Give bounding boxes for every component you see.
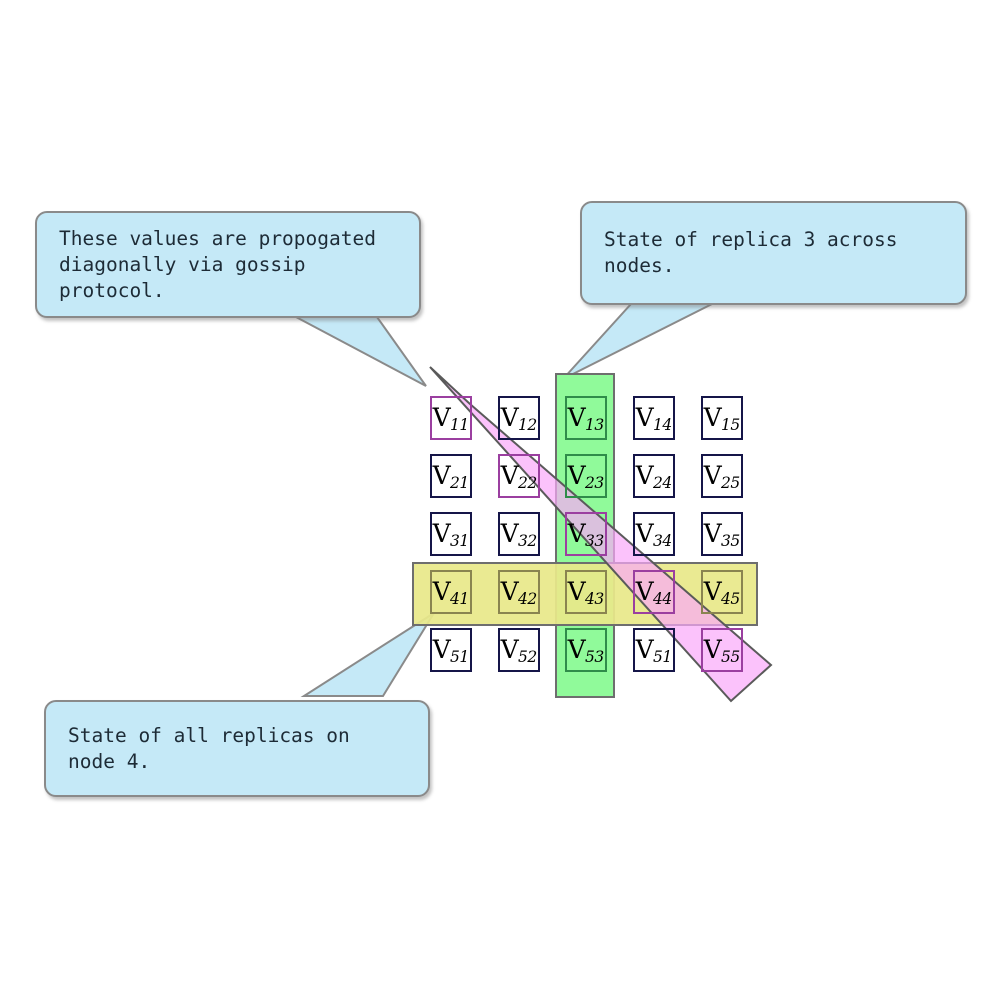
cell-v12: V12 — [498, 396, 540, 440]
cell-subscript: 31 — [450, 532, 469, 551]
cell-label: V53 — [567, 634, 605, 667]
cell-subscript: 51 — [653, 648, 672, 667]
cell-label: V45 — [703, 576, 741, 609]
cell-v41: V41 — [430, 570, 472, 614]
cell-label: V22 — [500, 460, 538, 493]
cell-v34: V34 — [633, 512, 675, 556]
cell-label: V13 — [567, 402, 605, 435]
callout-gossip-text: These values are propogated diagonally v… — [59, 226, 376, 302]
callout-replica-text: State of replica 3 across nodes. — [604, 228, 898, 277]
cell-label: V25 — [703, 460, 741, 493]
cell-v43: V43 — [565, 570, 607, 614]
cell-label: V51 — [432, 634, 470, 667]
cell-subscript: 51 — [450, 648, 469, 667]
cell-v42: V42 — [498, 570, 540, 614]
cell-v31: V31 — [430, 512, 472, 556]
cell-v25: V25 — [701, 454, 743, 498]
cell-label: V24 — [635, 460, 673, 493]
cell-label: V15 — [703, 402, 741, 435]
cell-label: V21 — [432, 460, 470, 493]
cell-subscript: 15 — [721, 416, 740, 435]
cell-v53: V53 — [565, 628, 607, 672]
cell-label: V41 — [432, 576, 470, 609]
cell-v51: V51 — [430, 628, 472, 672]
cell-v15: V15 — [701, 396, 743, 440]
cell-label: V43 — [567, 576, 605, 609]
cell-label: V12 — [500, 402, 538, 435]
cell-subscript: 32 — [518, 532, 537, 551]
cell-subscript: 24 — [653, 474, 672, 493]
cell-subscript: 25 — [721, 474, 740, 493]
cell-subscript: 22 — [518, 474, 537, 493]
cell-v13: V13 — [565, 396, 607, 440]
cell-subscript: 23 — [585, 474, 604, 493]
cell-v45: V45 — [701, 570, 743, 614]
pink-diagonal-band — [429, 366, 773, 703]
cell-v21: V21 — [430, 454, 472, 498]
cell-v51: V51 — [633, 628, 675, 672]
cell-label: V23 — [567, 460, 605, 493]
cell-subscript: 42 — [518, 590, 537, 609]
cell-v52: V52 — [498, 628, 540, 672]
cell-v14: V14 — [633, 396, 675, 440]
cell-label: V51 — [635, 634, 673, 667]
callout-tail-gossip — [295, 316, 427, 387]
cell-subscript: 21 — [450, 474, 469, 493]
cell-subscript: 14 — [653, 416, 672, 435]
cell-v35: V35 — [701, 512, 743, 556]
cell-label: V33 — [567, 518, 605, 551]
cell-label: V55 — [703, 634, 741, 667]
cell-subscript: 41 — [450, 590, 469, 609]
callout-tail-node — [300, 612, 435, 697]
cell-v32: V32 — [498, 512, 540, 556]
cell-subscript: 53 — [585, 648, 604, 667]
cell-subscript: 33 — [585, 532, 604, 551]
cell-subscript: 12 — [518, 416, 537, 435]
cell-subscript: 45 — [721, 590, 740, 609]
callout-gossip: These values are propogated diagonally v… — [35, 211, 421, 318]
cell-v24: V24 — [633, 454, 675, 498]
cell-v11: V11 — [430, 396, 472, 440]
cell-label: V11 — [432, 402, 470, 435]
cell-subscript: 52 — [518, 648, 537, 667]
cell-subscript: 13 — [585, 416, 604, 435]
cell-v22: V22 — [498, 454, 540, 498]
callout-replica: State of replica 3 across nodes. — [580, 201, 967, 305]
callout-tail-replica — [562, 303, 713, 380]
cell-subscript: 34 — [653, 532, 672, 551]
cell-subscript: 35 — [721, 532, 740, 551]
cell-label: V31 — [432, 518, 470, 551]
cell-label: V52 — [500, 634, 538, 667]
cell-label: V32 — [500, 518, 538, 551]
cell-v55: V55 — [701, 628, 743, 672]
callout-node-text: State of all replicas on node 4. — [68, 723, 350, 773]
cell-label: V34 — [635, 518, 673, 551]
cell-subscript: 43 — [585, 590, 604, 609]
cell-label: V42 — [500, 576, 538, 609]
cell-label: V44 — [635, 576, 673, 609]
cell-v23: V23 — [565, 454, 607, 498]
cell-v44: V44 — [633, 570, 675, 614]
cell-subscript: 11 — [450, 416, 469, 435]
cell-subscript: 55 — [721, 648, 740, 667]
cell-label: V35 — [703, 518, 741, 551]
cell-v33: V33 — [565, 512, 607, 556]
cell-subscript: 44 — [653, 590, 672, 609]
cell-label: V14 — [635, 402, 673, 435]
callout-node: State of all replicas on node 4. — [44, 700, 430, 797]
